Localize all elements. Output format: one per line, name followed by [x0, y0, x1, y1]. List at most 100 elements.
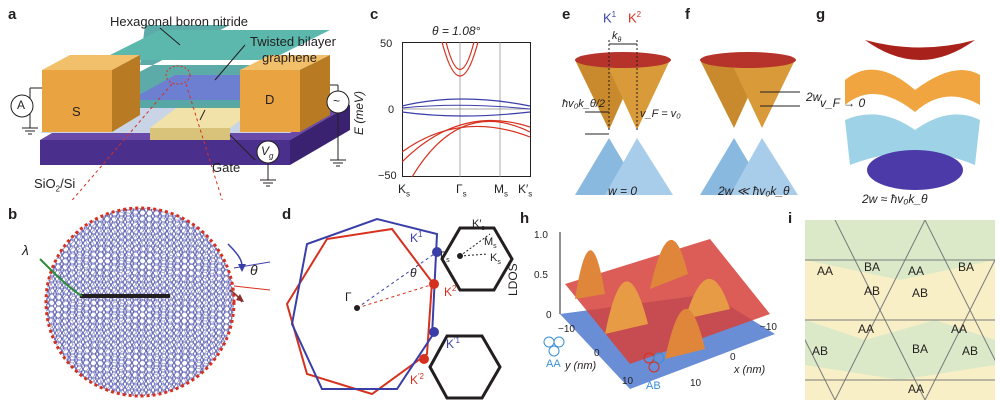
- ytick-h-0: 0: [594, 348, 600, 359]
- domain-ba-3: BA: [912, 342, 929, 356]
- mini-bz-bottom: [428, 334, 502, 400]
- ldos-surface-plot: [559, 232, 775, 389]
- panel-label-g: g: [816, 6, 826, 23]
- panel-label-f: f: [685, 6, 690, 23]
- k2-point: [429, 279, 439, 289]
- red-band-lower-1: [411, 120, 531, 178]
- lower-cone-right: [605, 138, 673, 195]
- theta-label-b: θ: [250, 262, 258, 278]
- gamma-s-label: Γs: [440, 250, 450, 265]
- aa-stacking-icon: [543, 336, 565, 357]
- drain-label: D: [265, 92, 275, 107]
- kp2-point: [419, 354, 429, 364]
- domain-ab-2: AB: [864, 284, 881, 298]
- kp1-label: K′1: [446, 336, 460, 351]
- k1-label-e: K1: [603, 10, 617, 26]
- ks-label: Ks: [490, 252, 501, 267]
- source-electrode-top: [42, 55, 140, 70]
- ammeter-symbol: [10, 94, 34, 118]
- k1-point: [432, 247, 442, 257]
- domain-aa-5: AA: [908, 382, 925, 396]
- upper-cone-right: [605, 60, 670, 130]
- domain-ab-3: AB: [812, 344, 829, 358]
- xtick-h-10: 10: [690, 378, 702, 389]
- flat-band-surfaces: [845, 40, 980, 190]
- dirac-cones-w0: [575, 40, 673, 195]
- panel-label-a: a: [8, 6, 17, 23]
- gate-label: Gate: [212, 160, 241, 175]
- blue-flat-band-2: [402, 111, 531, 117]
- band-structure-plot: [402, 42, 531, 178]
- xtick-ms: Ms: [494, 182, 508, 199]
- lambda-pointer: [39, 258, 83, 297]
- band-title: θ = 1.08°: [432, 24, 481, 38]
- domain-aa-2: AA: [908, 264, 925, 278]
- x-axis-label-h: x (nm): [734, 364, 766, 376]
- ytick-minus50: −50: [378, 170, 397, 182]
- device-schematic: [10, 25, 350, 200]
- xtick-ksp: K′s: [518, 182, 533, 199]
- k2-label-e: K2: [628, 10, 642, 26]
- drain-electrode-side: [300, 55, 330, 132]
- domain-ab-4: AB: [962, 344, 979, 358]
- ammeter-label: A: [17, 98, 26, 112]
- ktheta-label: kθ: [612, 30, 622, 45]
- zoom-circle: [165, 65, 191, 85]
- caption-e: w = 0: [608, 184, 638, 198]
- hbn-top: [100, 30, 330, 60]
- band-ylabel: E (meV): [352, 90, 366, 135]
- lower-band-purple: [867, 150, 963, 190]
- red-band-upper-1: [441, 42, 479, 77]
- xtick-h-minus10: −10: [760, 322, 777, 333]
- red-band-lower-3: [402, 125, 531, 153]
- ldos-peak-2: [650, 239, 688, 289]
- domain-ba-1: BA: [864, 260, 881, 274]
- ztick-0: 0: [546, 310, 552, 321]
- domain-ba-2: BA: [958, 260, 975, 274]
- domain-aa-1: AA: [817, 264, 834, 278]
- xtick-gs: Γs: [456, 182, 467, 199]
- ytick-50: 50: [380, 38, 393, 50]
- kp2-label: K′2: [410, 372, 424, 387]
- ldos-peak-5: [665, 308, 705, 359]
- theta-label-d: θ: [410, 266, 417, 280]
- gate-electrode: [150, 105, 260, 128]
- panel-label-h: h: [520, 210, 530, 227]
- ldos-red-surface: [565, 239, 770, 364]
- ldos-peak-3: [605, 281, 648, 334]
- gate-front: [150, 128, 230, 140]
- red-band-upper-2: [445, 42, 475, 71]
- tbg-label-line2: graphene: [262, 50, 317, 65]
- ab-stacking-icon: [643, 352, 665, 373]
- domain-aa-3: AA: [858, 322, 875, 336]
- dirac-cones-weak: [700, 52, 800, 195]
- source-electrode-side: [112, 55, 140, 132]
- source-label: S: [72, 104, 81, 119]
- ac-source-symbol: [326, 90, 350, 114]
- substrate-label: SiO2/Si: [34, 176, 76, 194]
- ldos-peak-4: [685, 278, 730, 319]
- rotation-arrow-top: [227, 243, 243, 267]
- vf-label-g: v_F → 0: [820, 96, 866, 110]
- xtick-ks: Ks: [398, 182, 411, 199]
- lattice-rim: [44, 206, 236, 398]
- domain-ab-1: AB: [912, 286, 929, 300]
- gamma-point: [354, 305, 360, 311]
- panel-label-d: d: [282, 206, 292, 223]
- domain-aa-4: AA: [951, 322, 968, 336]
- upper-band-orange: [845, 69, 980, 112]
- panel-label-i: i: [788, 210, 793, 227]
- panel-label-c: c: [370, 6, 379, 23]
- ldos-peak-1: [575, 250, 605, 299]
- ytick-h-minus10: −10: [558, 324, 575, 335]
- ab-stack-label: AB: [646, 380, 661, 392]
- blue-band-3: [402, 104, 531, 110]
- caption-g: 2w ≈ ħv₀k_θ: [862, 192, 928, 206]
- vf-label-e: v_F = v₀: [640, 108, 681, 120]
- vg-label: Vg: [261, 144, 274, 161]
- ac-label: ~: [333, 94, 341, 108]
- kp1-point: [429, 327, 439, 337]
- blue-flat-band-1: [402, 98, 531, 107]
- source-electrode-front: [42, 70, 112, 132]
- ks-prime-label: K′s: [472, 218, 485, 233]
